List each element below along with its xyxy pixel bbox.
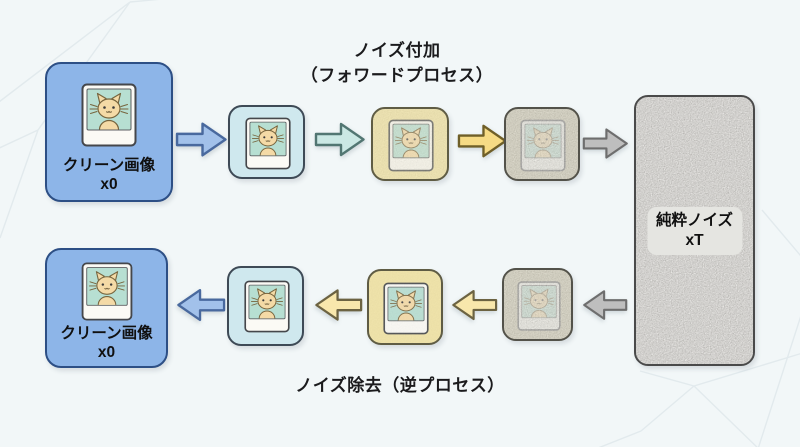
forward-title-line2: （フォワードプロセス） bbox=[300, 66, 494, 85]
cat-polaroid-icon bbox=[244, 280, 290, 333]
noise-step-node-t1 bbox=[228, 105, 305, 179]
forward-process-title: ノイズ付加 （フォワードプロセス） bbox=[247, 38, 547, 88]
forward-arrow-4-icon bbox=[582, 125, 629, 162]
cat-polaroid-icon bbox=[517, 280, 561, 332]
forward-arrow-1-icon bbox=[175, 119, 228, 160]
cat-polaroid-icon bbox=[388, 119, 434, 172]
clean-image-node-bottom: クリーン画像 x0 bbox=[45, 248, 168, 368]
cat-polaroid-icon bbox=[520, 119, 566, 172]
forward-arrow-2-icon bbox=[314, 119, 366, 160]
forward-title-line1: ノイズ付加 bbox=[353, 41, 441, 60]
pure-noise-node: 純粋ノイズ xT bbox=[634, 95, 755, 366]
pure-noise-label: 純粋ノイズ xT bbox=[646, 206, 743, 255]
reverse-arrow-4-icon bbox=[176, 285, 226, 325]
cat-polaroid-icon bbox=[245, 117, 291, 170]
forward-arrow-3-icon bbox=[457, 121, 508, 161]
reverse-process-title: ノイズ除去（逆プロセス） bbox=[295, 376, 505, 395]
denoise-step-node-t3 bbox=[502, 268, 573, 341]
clean-image-label-top: クリーン画像 x0 bbox=[62, 157, 156, 193]
clean-image-label-bottom: クリーン画像 x0 bbox=[60, 325, 153, 361]
denoise-step-node-t2 bbox=[367, 269, 443, 345]
reverse-arrow-1-icon bbox=[582, 287, 628, 323]
cat-polaroid-icon bbox=[383, 282, 429, 335]
clean-image-node-top: クリーン画像 x0 bbox=[45, 62, 173, 202]
reverse-arrow-3-icon bbox=[314, 286, 363, 324]
noise-step-node-t3 bbox=[504, 107, 580, 181]
noise-step-node-t2 bbox=[371, 107, 449, 181]
denoise-step-node-t1 bbox=[227, 266, 304, 346]
cat-polaroid-icon bbox=[81, 262, 133, 321]
reverse-arrow-2-icon bbox=[451, 287, 498, 323]
cat-polaroid-icon bbox=[81, 83, 137, 147]
